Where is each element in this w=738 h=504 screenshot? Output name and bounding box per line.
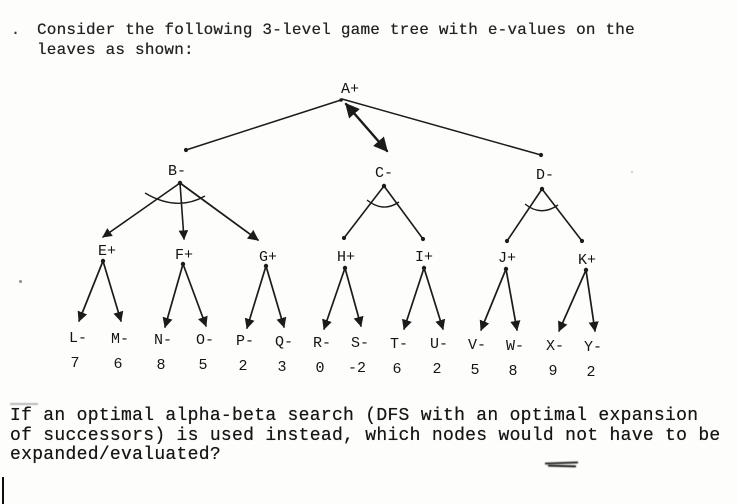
question-paragraph: If an optimal alpha-beta search (DFS wit… xyxy=(10,406,721,466)
tree-edge xyxy=(505,268,521,332)
tree-node-label: G+ xyxy=(259,249,277,266)
tree-node-label: I+ xyxy=(415,249,433,266)
tree-edge xyxy=(322,267,346,330)
leaf-node-label: X- xyxy=(546,338,564,355)
tree-edge xyxy=(506,188,543,242)
question-line-3: expanded/evaluated? xyxy=(10,445,221,465)
edge-end-dot xyxy=(538,152,544,158)
children-group-arc xyxy=(144,192,206,205)
tree-edge xyxy=(402,267,425,330)
tree-edge xyxy=(541,188,583,242)
edge-end-dot xyxy=(341,235,347,241)
tree-edge xyxy=(179,182,259,241)
leaf-e-value: 9 xyxy=(548,363,557,380)
intro-line-2: leaves as shown: xyxy=(37,40,194,59)
tree-node-label: K+ xyxy=(578,252,596,269)
question-emphasis-not: not xyxy=(565,425,599,446)
tree-node-label: H+ xyxy=(337,249,355,266)
scan-vertical-line-artifact xyxy=(2,477,4,504)
question-line-2-post: have to be xyxy=(598,425,721,446)
tree-node-label: A+ xyxy=(341,81,359,98)
leaf-node-label: Q- xyxy=(275,334,293,351)
tree-edge xyxy=(185,99,342,151)
edge-end-dot xyxy=(504,238,510,244)
node-junction-dot xyxy=(583,267,589,273)
node-junction-dot xyxy=(503,266,509,272)
leaf-e-value: 0 xyxy=(315,360,324,377)
leaf-node-label: Y- xyxy=(584,339,602,356)
leaf-node-label: V- xyxy=(468,337,486,354)
tree-edge xyxy=(344,102,389,153)
tree-edge xyxy=(423,267,446,330)
tree-node-label: F+ xyxy=(175,247,193,264)
node-junction-dot xyxy=(421,265,427,271)
tree-edge xyxy=(341,98,542,156)
children-group-arc xyxy=(366,199,400,208)
tree-node-label: B- xyxy=(168,163,186,180)
tree-edge xyxy=(479,268,507,331)
tree-edge xyxy=(102,260,124,322)
node-junction-dot xyxy=(177,180,183,186)
list-bullet: . xyxy=(11,22,21,39)
tree-edge xyxy=(178,182,189,240)
leaf-e-value: 8 xyxy=(508,363,517,380)
leaf-e-value: 5 xyxy=(198,357,207,374)
leaf-node-label: R- xyxy=(313,335,331,352)
leaf-e-value: 2 xyxy=(586,364,595,381)
edge-end-dot xyxy=(183,147,189,153)
tree-node-label: D- xyxy=(536,167,554,184)
tree-edge xyxy=(343,185,385,239)
tree-edge xyxy=(344,267,364,327)
leaf-node-label: N- xyxy=(154,332,172,349)
question-line-2-pre: of successors) is used instead, which no… xyxy=(10,425,566,446)
tree-node-label: C- xyxy=(375,165,393,182)
leaf-node-label: L- xyxy=(69,330,87,347)
intro-paragraph: Consider the following 3-level game tree… xyxy=(37,21,635,60)
leaf-e-value: -2 xyxy=(348,360,366,377)
intro-line-1: Consider the following 3-level game tree… xyxy=(37,21,635,39)
leaf-node-label: S- xyxy=(351,335,369,352)
leaf-e-value: 8 xyxy=(156,357,165,374)
leaf-e-value: 2 xyxy=(238,358,247,375)
node-junction-dot xyxy=(180,261,186,267)
scan-dot-artifact xyxy=(631,171,633,173)
node-junction-dot xyxy=(381,183,387,189)
leaf-node-label: W- xyxy=(506,338,524,355)
leaf-e-value: 6 xyxy=(113,356,122,373)
tree-edge xyxy=(244,265,267,329)
tree-edge xyxy=(585,269,599,333)
node-junction-dot xyxy=(342,265,348,271)
tree-edge xyxy=(558,269,587,332)
node-junction-dot xyxy=(339,98,343,102)
edge-end-dot xyxy=(420,236,426,242)
children-group-arc xyxy=(524,203,559,212)
node-junction-dot xyxy=(100,258,106,264)
tree-edge xyxy=(102,182,181,238)
leaf-node-label: U- xyxy=(430,336,448,353)
tree-node-label: E+ xyxy=(98,243,116,260)
tree-edge xyxy=(383,185,424,240)
tree-edge xyxy=(182,263,208,327)
node-junction-dot xyxy=(263,263,269,269)
edge-end-dot xyxy=(579,238,585,244)
leaf-node-label: P- xyxy=(236,333,254,350)
scan-dot-artifact xyxy=(19,280,22,283)
leaf-e-value: 7 xyxy=(70,355,79,372)
leaf-e-value: 5 xyxy=(470,362,479,379)
scan-dash-artifact xyxy=(10,403,38,405)
leaf-e-value: 3 xyxy=(277,359,286,376)
leaf-e-value: 2 xyxy=(432,361,441,378)
tree-edge xyxy=(162,263,184,328)
leaf-node-label: O- xyxy=(196,332,214,349)
tree-edge xyxy=(77,260,104,322)
question-line-1: If an optimal alpha-beta search (DFS wit… xyxy=(10,406,699,426)
tree-edge xyxy=(265,265,287,328)
leaf-e-value: 6 xyxy=(392,361,401,378)
not-underline-mark xyxy=(545,462,580,468)
leaf-node-label: M- xyxy=(111,331,129,348)
node-junction-dot xyxy=(539,186,545,192)
tree-node-label: J+ xyxy=(498,250,516,267)
leaf-node-label: T- xyxy=(390,336,408,353)
